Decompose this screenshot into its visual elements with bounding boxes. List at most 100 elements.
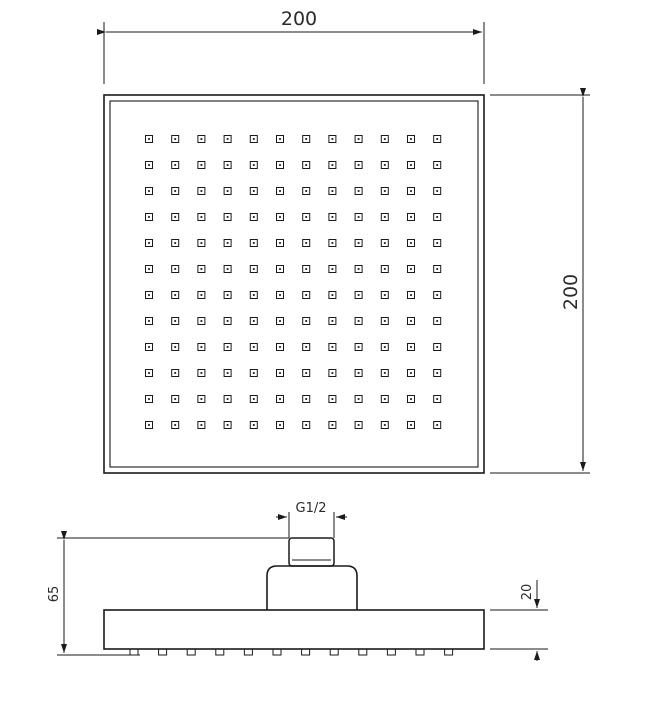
nozzle (249, 291, 258, 299)
nozzle (354, 213, 363, 221)
nozzle (197, 187, 206, 195)
side-nozzle (272, 648, 282, 656)
nozzle (302, 395, 311, 403)
nozzle (380, 135, 389, 143)
nozzle (354, 343, 363, 351)
nozzle (433, 135, 442, 143)
nozzle (380, 317, 389, 325)
nozzle (276, 239, 284, 247)
nozzle (223, 213, 232, 221)
nozzle (354, 395, 363, 403)
side-nozzle (186, 648, 196, 656)
outer-plate-outline (103, 94, 485, 474)
nozzle (223, 369, 232, 377)
nozzle (380, 161, 389, 169)
nozzle (197, 369, 206, 377)
nozzle (171, 161, 180, 169)
nozzle (197, 291, 206, 299)
nozzle (197, 343, 206, 351)
nozzle (328, 369, 337, 377)
nozzle (145, 421, 153, 429)
nozzle (354, 239, 363, 247)
plate-thickness-label: 20 (520, 584, 535, 601)
side-nozzle (243, 648, 253, 656)
nozzle (197, 317, 206, 325)
nozzle (171, 343, 180, 351)
nozzle (171, 317, 180, 325)
top-width-label: 200 (281, 8, 317, 30)
nozzle (302, 421, 311, 429)
right-height-label: 200 (560, 274, 582, 310)
side-nozzle (301, 648, 311, 656)
nozzle (145, 187, 153, 195)
nozzle (276, 187, 284, 195)
nozzle (197, 135, 206, 143)
bottom-nozzle-row (129, 648, 454, 656)
nozzle (433, 187, 442, 195)
nozzle (328, 187, 337, 195)
nozzle (145, 317, 153, 325)
nozzle (407, 265, 415, 273)
nozzle (302, 161, 311, 169)
nozzle (354, 421, 363, 429)
nozzle (171, 239, 180, 247)
nozzle (249, 187, 258, 195)
nozzle (433, 369, 442, 377)
nozzle (171, 291, 180, 299)
nozzle (407, 395, 415, 403)
nozzle (249, 265, 258, 273)
nozzle (354, 265, 363, 273)
nozzle (328, 317, 337, 325)
nozzle (145, 239, 153, 247)
nozzle (276, 291, 284, 299)
nozzle (433, 265, 442, 273)
nozzle (433, 421, 442, 429)
nozzle (433, 161, 442, 169)
nozzle (145, 161, 153, 169)
plate-thickness-dimension: 20 (490, 580, 548, 661)
right-height-dimension: 200 (490, 88, 590, 474)
nozzle (354, 369, 363, 377)
nozzle (407, 343, 415, 351)
side-nozzle (444, 648, 454, 656)
nozzle (302, 187, 311, 195)
side-nozzle (215, 648, 225, 656)
nozzle (407, 369, 415, 377)
nozzle (145, 265, 153, 273)
nozzle (249, 213, 258, 221)
nozzle (433, 213, 442, 221)
nozzle (223, 317, 232, 325)
side-nozzle (129, 648, 139, 656)
nozzle (276, 395, 284, 403)
nozzle (407, 213, 415, 221)
nozzle (380, 265, 389, 273)
nozzle (197, 213, 206, 221)
nozzle (328, 343, 337, 351)
nozzle (145, 369, 153, 377)
nozzle (433, 395, 442, 403)
nozzle (249, 161, 258, 169)
side-nozzle (158, 648, 168, 656)
nozzle (328, 239, 337, 247)
nozzle (380, 239, 389, 247)
nozzle (380, 291, 389, 299)
nozzle (354, 187, 363, 195)
nozzle (249, 421, 258, 429)
nozzle (407, 291, 415, 299)
nozzle (433, 317, 442, 325)
total-height-label: 65 (47, 586, 62, 603)
top-width-dimension: 200 (97, 8, 485, 84)
nozzle (380, 213, 389, 221)
nozzle (171, 135, 180, 143)
nozzle (407, 239, 415, 247)
nozzle (276, 317, 284, 325)
shower-body (266, 565, 358, 610)
nozzle (276, 343, 284, 351)
nozzle (328, 265, 337, 273)
connection-dimension: G1/2 (276, 501, 347, 538)
nozzle (223, 421, 232, 429)
nozzle (328, 135, 337, 143)
nozzle (276, 161, 284, 169)
side-nozzle (386, 648, 396, 656)
nozzle (197, 395, 206, 403)
